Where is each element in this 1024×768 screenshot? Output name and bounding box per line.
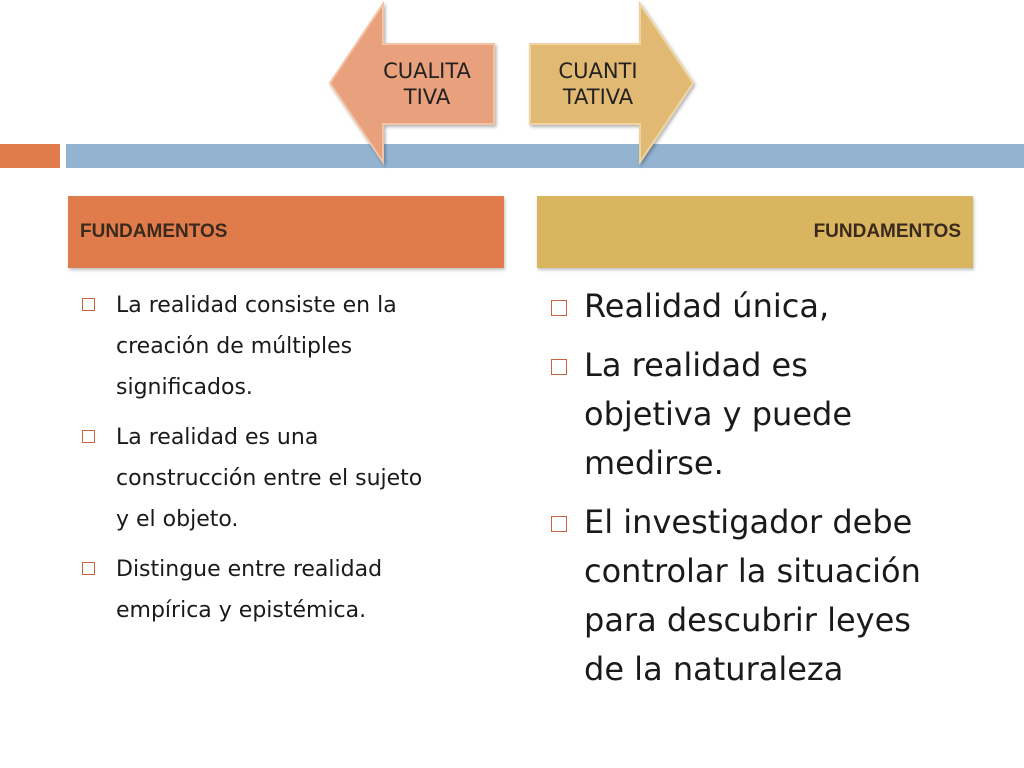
right-header-text: FUNDAMENTOS (813, 221, 961, 242)
bullet-text: El investigador debe controlar la situac… (584, 503, 921, 688)
list-item: Distingue entre realidad empírica y epis… (76, 549, 496, 631)
list-item: La realidad consiste en la creación de m… (76, 285, 496, 408)
bullet-square-icon (82, 430, 95, 443)
top-band (66, 144, 1024, 168)
bullet-text: La realidad es una construcción entre el… (116, 425, 423, 532)
right-column-header: FUNDAMENTOS (537, 196, 973, 268)
bullet-text: Distingue entre realidad empírica y epis… (116, 557, 383, 623)
bullet-square-icon (82, 298, 95, 311)
bullet-square-icon (551, 359, 567, 375)
right-bullet-list: Realidad única, La realidad es objetiva … (546, 282, 986, 704)
top-band-accent (0, 144, 60, 168)
arrow-left-label: CUALITA TIVA (383, 59, 471, 109)
left-header-text: FUNDAMENTOS (80, 221, 228, 242)
bullet-text: Realidad única, (584, 287, 830, 325)
arrows-graphic (328, 0, 695, 166)
bullet-square-icon (82, 562, 95, 575)
bullet-text: La realidad consiste en la creación de m… (116, 293, 397, 400)
left-bullet-list: La realidad consiste en la creación de m… (76, 285, 496, 640)
bullet-square-icon (551, 300, 567, 316)
arrow-right-label: CUANTI TATIVA (558, 59, 638, 109)
bullet-text: La realidad es objetiva y puede medirse. (584, 346, 853, 482)
list-item: El investigador debe controlar la situac… (546, 498, 986, 694)
list-item: Realidad única, (546, 282, 986, 331)
left-column-header: FUNDAMENTOS (68, 196, 504, 268)
list-item: La realidad es una construcción entre el… (76, 417, 496, 540)
left-arrow-shape (328, 0, 495, 166)
right-arrow-shape (529, 0, 695, 166)
bullet-square-icon (551, 516, 567, 532)
list-item: La realidad es objetiva y puede medirse. (546, 341, 986, 488)
